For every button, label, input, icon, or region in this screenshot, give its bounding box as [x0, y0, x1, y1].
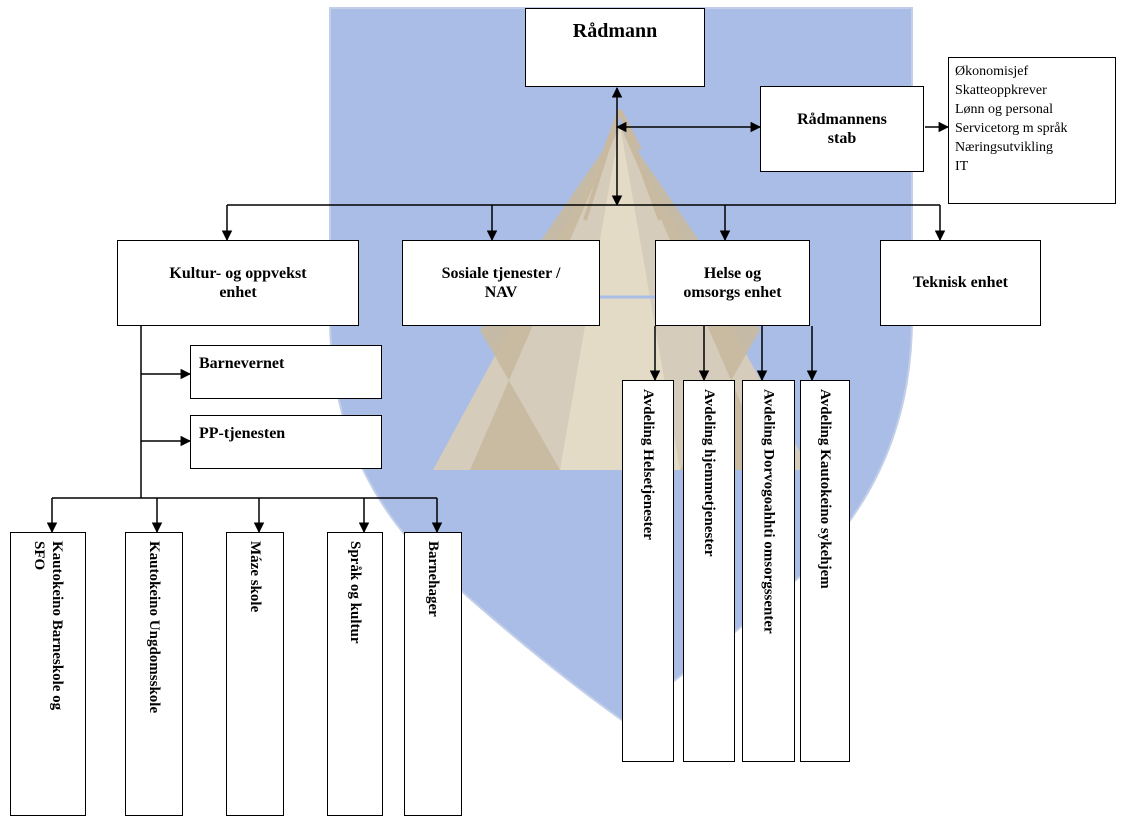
school-label: Kautokeino Ungdomsskole [146, 541, 162, 714]
staff-function-item: Næringsutvikling [955, 140, 1054, 155]
service-label: PP-tjenesten [199, 425, 286, 442]
staff-function-item: Økonomisjef [955, 64, 1029, 79]
school-box: Kautokeino Barneskole og SFO [10, 532, 86, 816]
staff-label: Rådmannens stab [797, 110, 887, 147]
health-dept-box: Avdeling hjemmetjenester [683, 380, 735, 762]
staff-function-item: Lønn og personal [955, 102, 1053, 117]
school-label: Barnehager [425, 541, 441, 617]
unit-label: Sosiale tjenester / NAV [441, 264, 561, 301]
school-label: Språk og kultur [347, 541, 363, 644]
unit-health-box: Helse og omsorgs enhet [655, 240, 810, 326]
unit-label: Teknisk enhet [913, 274, 1008, 292]
unit-label: Helse og omsorgs enhet [683, 264, 782, 301]
staff-function-item: Skatteoppkrever [955, 83, 1047, 98]
unit-label: Kultur- og oppvekst enhet [169, 264, 307, 301]
service-label: Barnevernet [199, 355, 285, 372]
staff-functions-box: Økonomisjef Skatteoppkrever Lønn og pers… [948, 57, 1116, 204]
unit-culture-box: Kultur- og oppvekst enhet [117, 240, 359, 326]
school-box: Máze skole [226, 532, 284, 816]
pp-tjenesten-box: PP-tjenesten [190, 415, 382, 469]
health-dept-box: Avdeling Dorvogoahhti omsorgssenter [742, 380, 795, 762]
health-dept-label: Avdeling Helsetjenester [640, 389, 656, 540]
health-dept-label: Avdeling Dorvogoahhti omsorgssenter [760, 389, 777, 634]
health-dept-label: Avdeling hjemmetjenester [701, 389, 717, 557]
barnevernet-box: Barnevernet [190, 345, 382, 399]
radmann-label: Rådmann [572, 20, 658, 42]
unit-social-box: Sosiale tjenester / NAV [402, 240, 600, 326]
school-box: Barnehager [404, 532, 462, 816]
school-label: Kautokeino Barneskole og SFO [31, 541, 65, 711]
health-dept-label: Avdeling Kautokeino sykehjem [817, 389, 833, 589]
staff-box: Rådmannens stab [760, 86, 924, 172]
radmann-box: Rådmann [525, 8, 705, 87]
unit-technical-box: Teknisk enhet [880, 240, 1041, 326]
school-label: Máze skole [247, 541, 263, 613]
health-dept-box: Avdeling Helsetjenester [622, 380, 674, 762]
health-dept-box: Avdeling Kautokeino sykehjem [800, 380, 850, 762]
school-box: Språk og kultur [327, 532, 383, 816]
staff-function-item: Servicetorg m språk [955, 121, 1068, 136]
school-box: Kautokeino Ungdomsskole [125, 532, 183, 816]
staff-function-item: IT [955, 159, 969, 174]
